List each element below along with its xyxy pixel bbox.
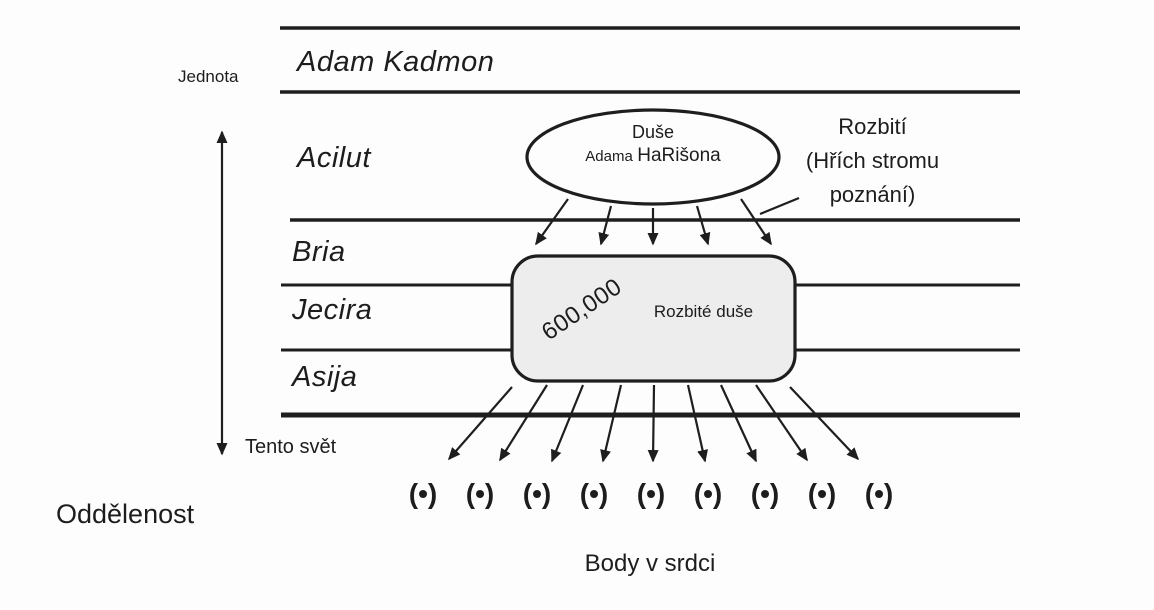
point-symbol: (•) — [636, 478, 666, 509]
broken-souls-label: Rozbité duše — [653, 302, 754, 321]
world-label-jecira: Jecira — [292, 294, 373, 326]
point-symbol: (•) — [864, 478, 894, 509]
point-symbol: (•) — [750, 478, 780, 509]
broken-souls-box — [510, 254, 797, 383]
shattering-note: Rozbití (Hřích stromu poznání) — [780, 110, 965, 212]
shattering-note-line3: poznání) — [829, 182, 916, 207]
soul-ellipse — [525, 108, 781, 206]
soul-name-first: Adama — [585, 148, 633, 166]
shattering-note-line1: Rozbití — [838, 114, 907, 139]
soul-ellipse-name: Adama HaRišona — [543, 144, 763, 169]
points-caption: Body v srdci — [584, 550, 716, 577]
point-symbol: (•) — [693, 478, 723, 509]
shattering-note-leader-line — [759, 196, 800, 216]
points-row: (•) (•) (•) (•) (•) (•) (•) (•) (•) — [407, 478, 895, 510]
point-symbol: (•) — [807, 478, 837, 509]
descent-arrows — [448, 384, 860, 463]
point-symbol: (•) — [465, 478, 495, 509]
shattering-note-line2: (Hřích stromu — [805, 148, 940, 173]
world-label-bria: Bria — [292, 236, 346, 268]
shattering-arrows — [535, 198, 772, 246]
this-world-label: Tento svět — [245, 436, 337, 458]
point-symbol: (•) — [522, 478, 552, 509]
soul-ellipse-title: Duše — [631, 122, 675, 142]
point-symbol: (•) — [579, 478, 609, 509]
world-label-asija: Asija — [292, 361, 358, 393]
soul-ellipse-text: Duše Adama HaRišona — [543, 121, 763, 169]
soul-name-last: HaRišona — [637, 145, 721, 167]
world-label-adam-kadmon: Adam Kadmon — [297, 46, 495, 78]
world-label-acilut: Acilut — [297, 142, 371, 174]
unity-label: Jednota — [178, 67, 239, 86]
point-symbol: (•) — [408, 478, 438, 509]
separation-label: Oddělenost — [56, 499, 195, 529]
